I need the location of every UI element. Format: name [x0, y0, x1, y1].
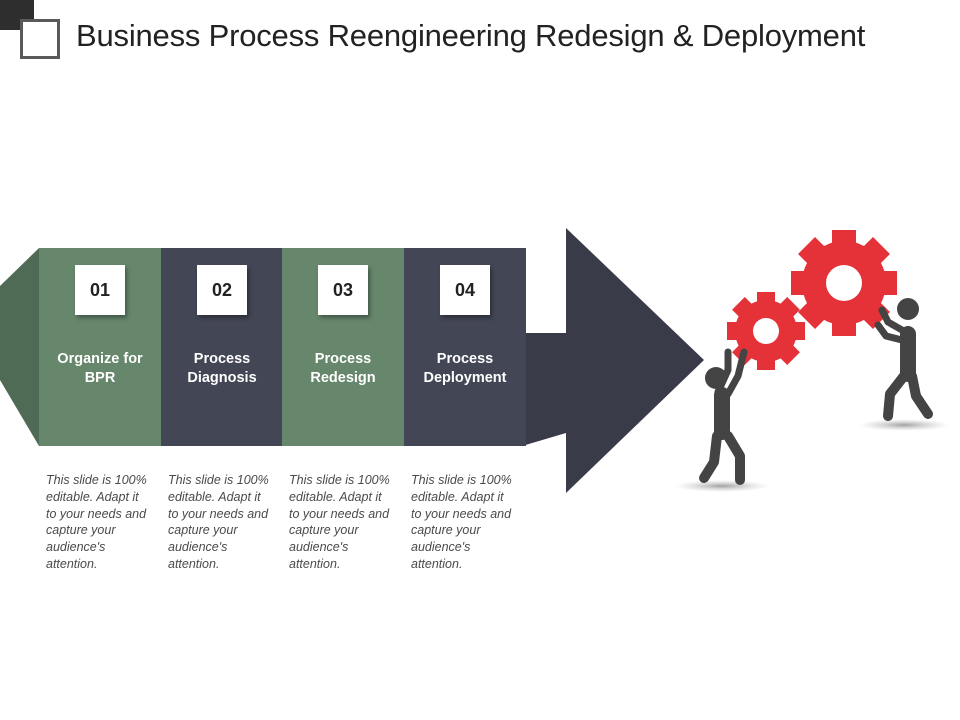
ground-shadow	[858, 419, 950, 431]
arrow-tail	[0, 248, 39, 446]
step-number: 01	[75, 265, 125, 315]
step-description: This slide is 100% editable. Adapt it to…	[411, 473, 512, 571]
ground-shadow	[674, 480, 770, 492]
step-label: Process Redesign	[310, 351, 376, 386]
step-label: Organize for BPR	[57, 351, 143, 386]
step-label: Process Diagnosis	[187, 351, 257, 386]
step-description: This slide is 100% editable. Adapt it to…	[46, 473, 147, 571]
step-number: 04	[440, 265, 490, 315]
arrow-shaft	[522, 333, 566, 446]
corner-square-icon	[20, 19, 60, 59]
person-right-icon	[874, 298, 933, 421]
step-diagnosis: 02 Process Diagnosis	[161, 248, 283, 446]
step-deployment: 04 Process Deployment	[404, 248, 526, 446]
step-label: Process Deployment	[423, 351, 507, 386]
step-number: 03	[318, 265, 368, 315]
step-redesign: 03 Process Redesign	[282, 248, 404, 446]
step-organize: 01 Organize for BPR	[39, 248, 161, 446]
large-gear-icon	[791, 230, 897, 336]
step-description: This slide is 100% editable. Adapt it to…	[289, 473, 390, 571]
person-left-icon	[699, 348, 748, 485]
step-number: 02	[197, 265, 247, 315]
step-description: This slide is 100% editable. Adapt it to…	[168, 473, 269, 571]
slide-title: Business Process Reengineering Redesign …	[76, 18, 866, 53]
small-gear-icon	[727, 292, 805, 370]
arrow-head	[566, 228, 704, 493]
